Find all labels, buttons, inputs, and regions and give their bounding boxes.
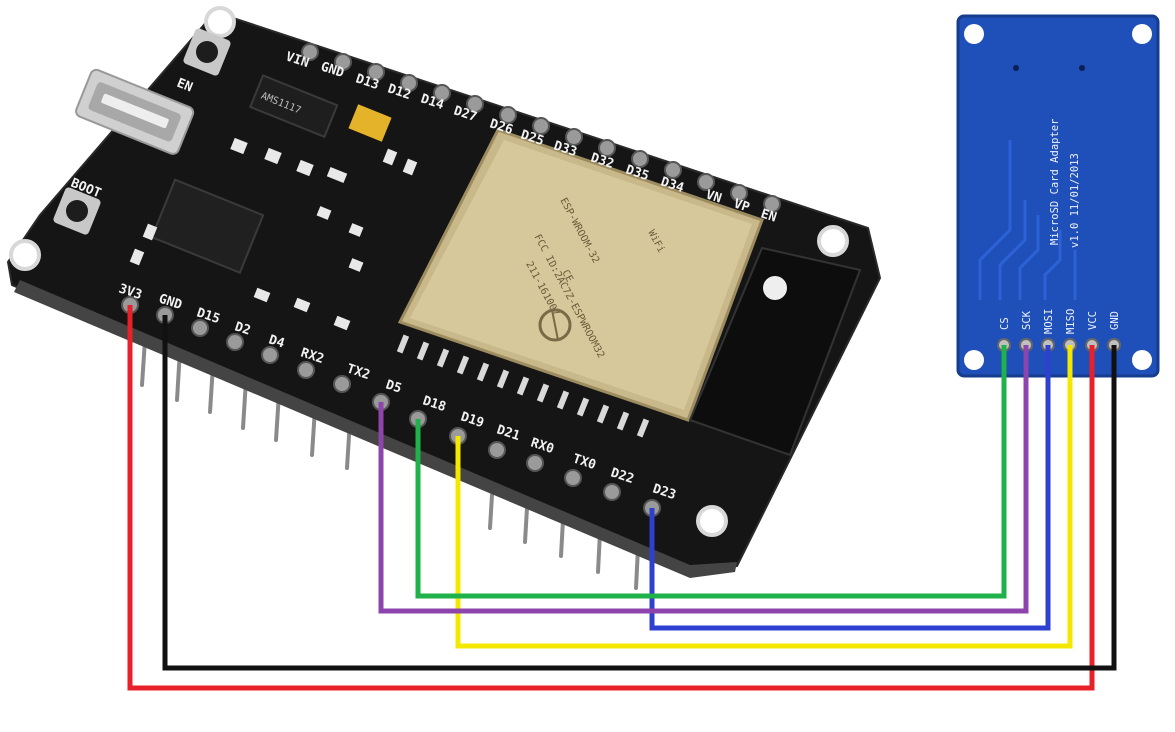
antenna-area xyxy=(688,246,862,457)
pin-label-d15: D15 xyxy=(195,306,222,328)
wire-purple-d5-to-cs xyxy=(378,345,1029,614)
pin-label-vn: VN xyxy=(704,188,724,207)
sd-traces xyxy=(978,140,1077,300)
sd-pin-label-cs: CS xyxy=(999,317,1011,330)
pin-label-d26: D26 xyxy=(488,117,515,139)
pin-label-3v3: 3V3 xyxy=(117,282,144,304)
wire-green-d18-to-sck xyxy=(415,345,1007,599)
top-header-pads xyxy=(301,43,781,213)
mount-hole xyxy=(9,239,41,271)
pin-label-d23: D23 xyxy=(651,482,678,504)
wire-black-gnd-to-gnd xyxy=(162,315,1117,671)
pin-label-d21: D21 xyxy=(495,423,522,445)
espressif-logo-icon xyxy=(538,308,572,342)
sd-pin-label-mosi: MOSI xyxy=(1043,309,1055,334)
wires xyxy=(127,305,1117,691)
pin-label-d4: D4 xyxy=(267,333,287,352)
pin-label-d33: D33 xyxy=(552,139,579,161)
tantalum-capacitor xyxy=(348,104,392,142)
pin-label-tx2: TX2 xyxy=(345,362,372,384)
pin-label-gnd-top: GND xyxy=(319,60,346,82)
bottom-header-labels: 3V3 GND D15 D2 D4 RX2 TX2 D5 D18 D19 D21… xyxy=(117,282,678,504)
sd-pin-labels: CS SCK MOSI MISO VCC GND xyxy=(999,309,1121,334)
pin-label-d14: D14 xyxy=(419,92,446,114)
sd-pin-label-sck: SCK xyxy=(1021,310,1033,330)
pin-label-d19: D19 xyxy=(459,410,486,432)
pin-label-d18: D18 xyxy=(421,394,448,416)
top-header-labels: VIN GND D13 D12 D14 D27 D26 D25 D33 D32 … xyxy=(284,50,779,226)
wire-blue-d23-to-mosi xyxy=(649,345,1051,631)
pin-label-d25: D25 xyxy=(519,128,546,150)
pin-label-d32: D32 xyxy=(589,151,616,173)
pin-label-d27: D27 xyxy=(452,104,479,126)
mount-hole xyxy=(696,505,728,537)
microsd-card-adapter: MicroSD Card Adapter v1.0 11/01/2013 CS … xyxy=(956,14,1160,378)
usb-uart-chip xyxy=(150,178,265,275)
bottom-header-pads xyxy=(121,296,661,517)
pin-label-d13: D13 xyxy=(354,72,381,94)
voltage-regulator: AMS1117 xyxy=(248,74,339,139)
pin-label-d5: D5 xyxy=(384,378,404,397)
pin-label-d12: D12 xyxy=(386,82,413,104)
en-button-label: EN xyxy=(175,76,195,96)
sd-pcb xyxy=(956,14,1160,378)
sd-pin-label-miso: MISO xyxy=(1065,309,1077,334)
pin-label-rx2: RX2 xyxy=(299,346,326,368)
sd-module-version: v1.0 11/01/2013 xyxy=(1069,153,1081,248)
micro-usb-port xyxy=(75,68,195,155)
module-ce-mark: CE xyxy=(559,268,574,284)
pin-label-en: EN xyxy=(759,207,779,226)
pin-label-d35: D35 xyxy=(624,163,651,185)
esp-wroom-32-module: ESP-WROOM-32 FCC ID:2AC7Z-ESPWROOM32 211… xyxy=(397,128,764,422)
pin-label-d22: D22 xyxy=(609,466,636,488)
esp32-devkit-board: EN BOOT AMS1117 xyxy=(6,6,882,590)
pin-label-gnd-bottom: GND xyxy=(157,292,184,314)
wire-red-3v3-to-vcc xyxy=(127,305,1095,691)
sd-pin-label-gnd: GND xyxy=(1109,311,1121,330)
pin-label-vp: VP xyxy=(732,197,752,216)
mount-hole xyxy=(204,6,236,38)
pin-label-rx0: RX0 xyxy=(529,436,556,458)
module-pads xyxy=(396,334,650,438)
pin-label-d34: D34 xyxy=(659,175,686,197)
sd-module-title: MicroSD Card Adapter xyxy=(1049,119,1061,245)
smd-components xyxy=(129,137,418,331)
pin-label-d2: D2 xyxy=(233,320,253,339)
sd-pin-label-vcc: VCC xyxy=(1087,311,1099,330)
mount-hole xyxy=(817,225,849,257)
en-button: EN xyxy=(175,28,231,96)
pin-label-tx0: TX0 xyxy=(571,452,598,474)
pin-label-vin: VIN xyxy=(284,50,311,72)
wire-yellow-d19-to-miso xyxy=(455,345,1073,649)
